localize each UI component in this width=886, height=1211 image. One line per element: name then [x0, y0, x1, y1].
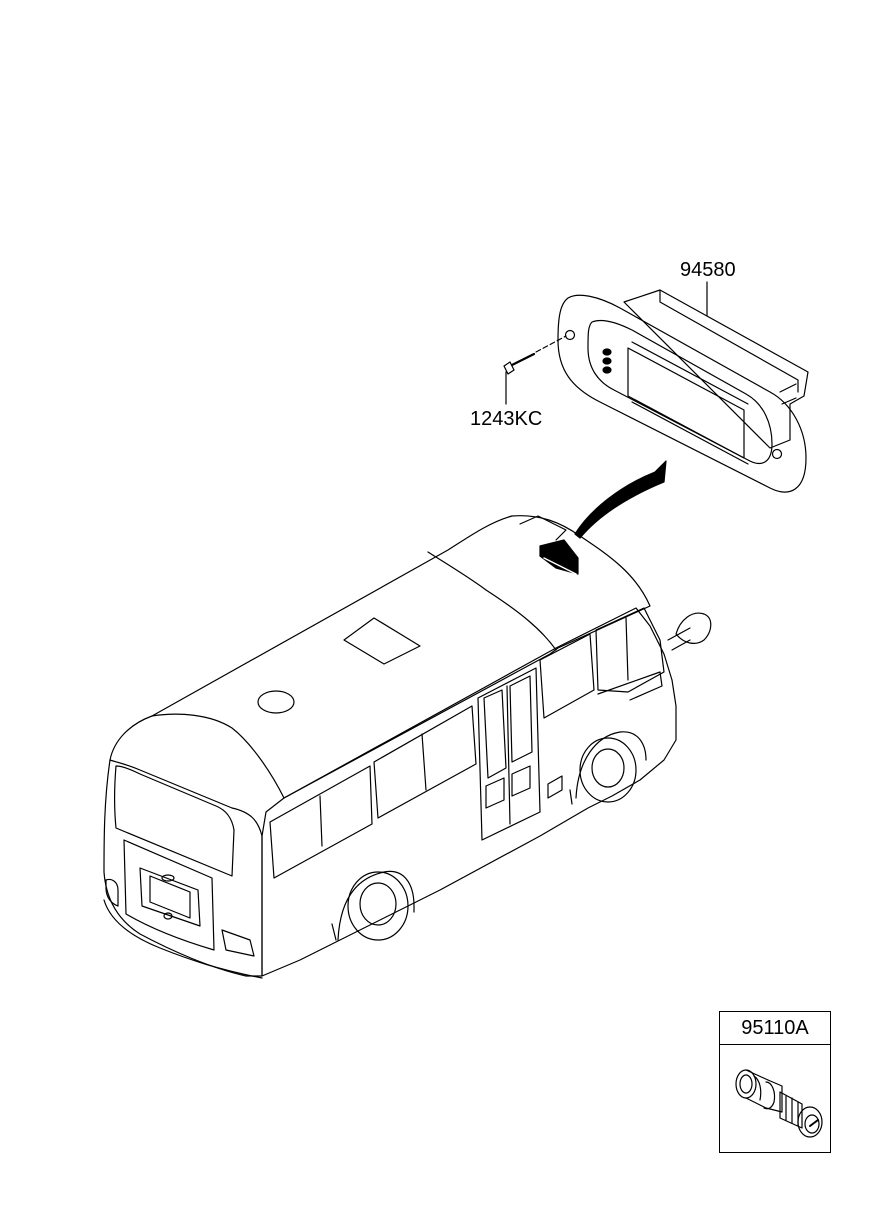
part-number-1243kc: 1243KC [470, 408, 543, 430]
bus-illustration [104, 516, 711, 978]
bus-side [262, 608, 676, 976]
driver-window [596, 608, 664, 692]
bus-roof [152, 516, 650, 798]
side-window [270, 766, 372, 878]
screw-1243kc[interactable] [504, 336, 566, 404]
part-number-95110a: 95110A [741, 1017, 809, 1039]
display-unit-94580[interactable] [558, 282, 808, 492]
rear-light-right [222, 930, 254, 956]
rear-plate [140, 868, 200, 926]
rear-light-left [106, 879, 118, 906]
front-side-window [540, 634, 594, 718]
indicator-light [603, 349, 611, 355]
display-bezel-outer [558, 295, 806, 492]
indicator-light [603, 358, 611, 364]
display-bezel-inner [588, 320, 772, 463]
rear-door [124, 840, 214, 950]
rear-wheel [348, 872, 408, 940]
screw-head [504, 362, 514, 374]
screw-hole [566, 331, 575, 340]
inset-box-95110a[interactable]: 95110A [719, 1011, 831, 1153]
front-wheel-arch [576, 732, 646, 798]
bus-rear [104, 760, 262, 976]
inset-title: 95110A [720, 1012, 830, 1045]
indicator-light [603, 367, 611, 373]
side-mirror [676, 613, 711, 643]
passenger-door [478, 668, 540, 840]
display-location-mark [540, 540, 578, 574]
display-rear-edge [660, 290, 798, 392]
roof-vent [258, 691, 294, 713]
screw-centerline [536, 336, 566, 352]
front-wheel [580, 738, 636, 802]
rear-wheel-arch [338, 871, 414, 940]
screw-hole [773, 450, 782, 459]
inset-part-illustration [720, 1046, 832, 1154]
rear-window [115, 766, 235, 876]
side-window [374, 706, 476, 818]
location-arrow [575, 461, 666, 538]
display-screen [628, 348, 744, 458]
screw-shaft [510, 354, 534, 366]
part-number-94580: 94580 [680, 259, 736, 281]
roof-hatch [344, 618, 420, 664]
display-rear-housing [624, 290, 808, 448]
